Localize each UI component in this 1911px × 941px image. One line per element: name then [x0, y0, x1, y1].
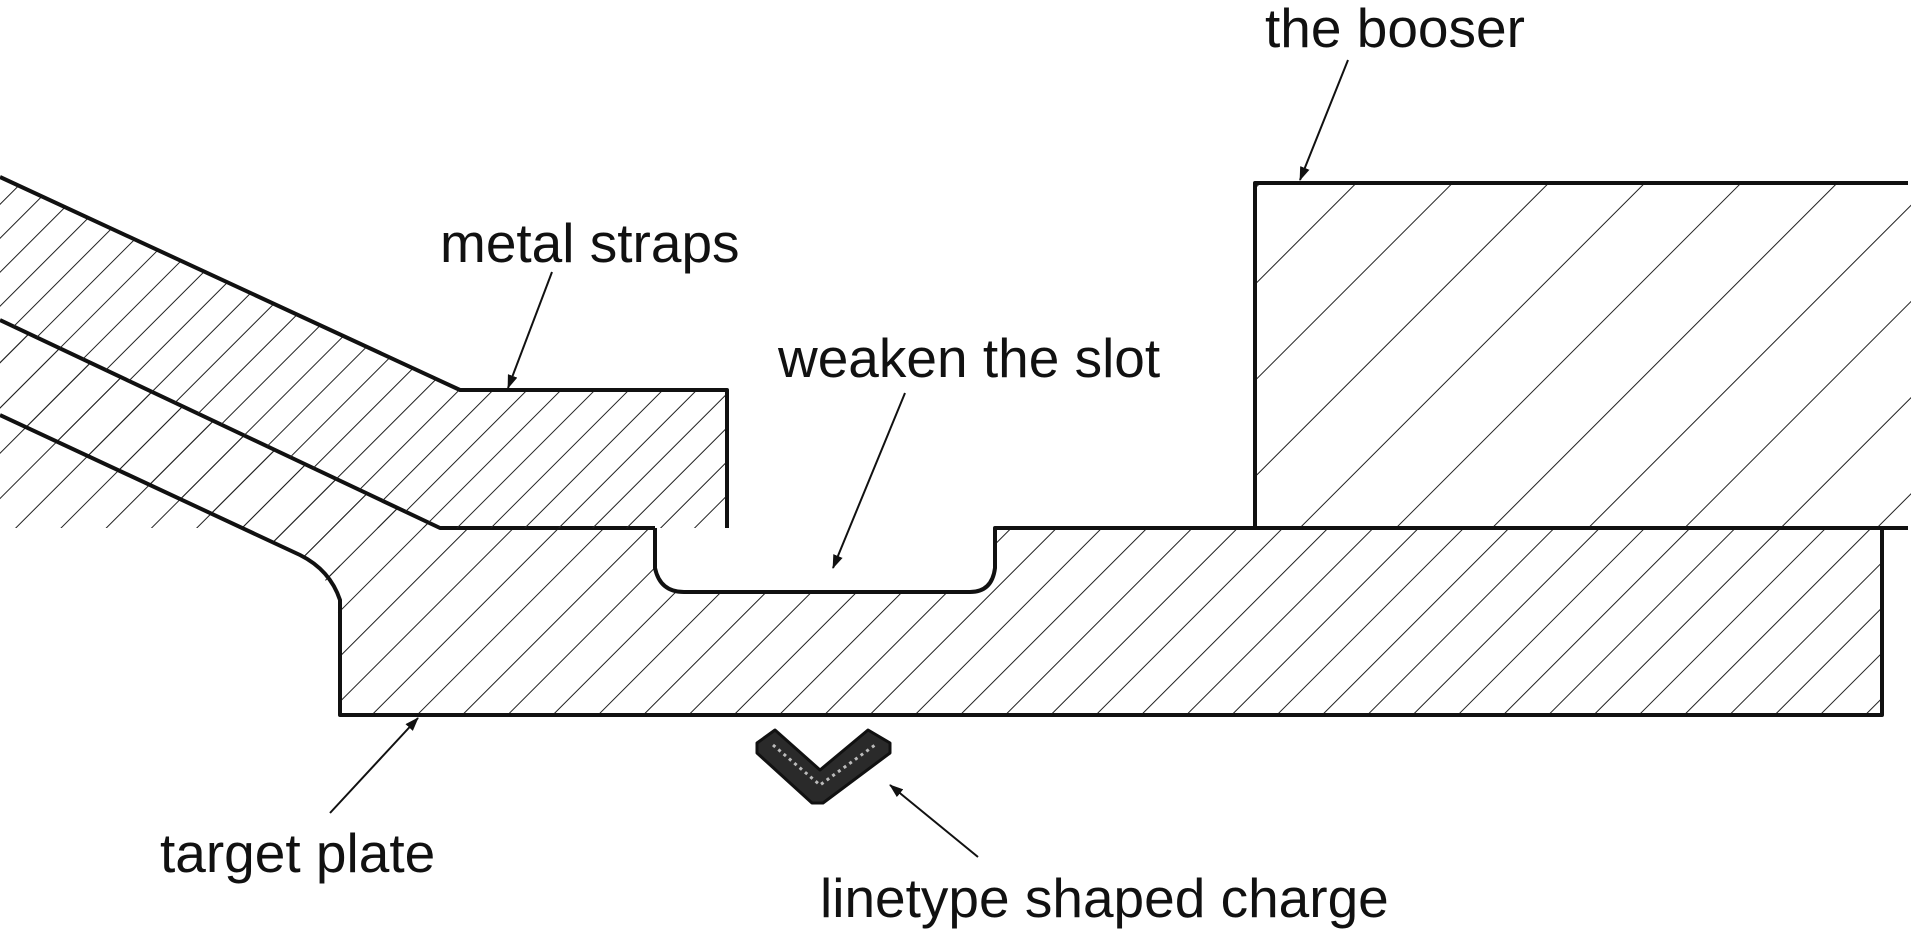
linetype-shaped-charge [755, 728, 892, 805]
charge-leader [889, 784, 979, 858]
booster-block [1253, 181, 1911, 528]
target-plate-label: target plate [160, 822, 435, 884]
slot-label: weaken the slot [777, 327, 1160, 389]
booster-label: the booser [1265, 0, 1525, 59]
metal-straps-label: metal straps [440, 212, 740, 274]
metal-straps [0, 175, 729, 528]
charge-label: linetype shaped charge [820, 867, 1389, 929]
booster-leader [1299, 59, 1349, 181]
target-plate-leader [329, 717, 419, 814]
metal-straps-leader [507, 271, 553, 389]
slot-leader [832, 392, 906, 569]
